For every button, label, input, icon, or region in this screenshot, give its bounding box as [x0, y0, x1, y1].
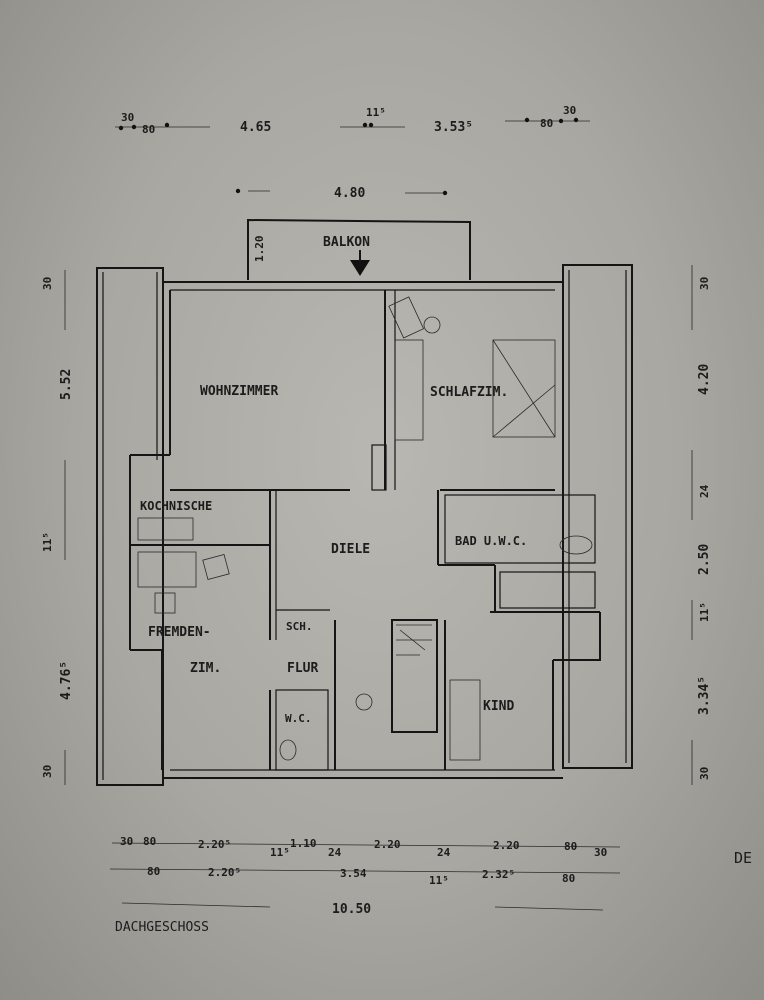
- dim-left-30: 30: [41, 277, 54, 290]
- dimensions-left: 30 5.52 11⁵ 4.76⁵ 30: [41, 270, 74, 785]
- dim-left-552: 5.52: [59, 369, 74, 400]
- dim-top-115: 11⁵: [366, 106, 386, 119]
- dim-top-80-right: 80: [540, 117, 553, 130]
- room-label-fremden-zim: ZIM.: [190, 661, 221, 676]
- dim-bottom-2205: 2.20⁵: [198, 838, 231, 851]
- roof-slope-right: [562, 264, 633, 769]
- dim-right-30: 30: [698, 277, 711, 290]
- dim-right-3345: 3.34⁵: [697, 676, 712, 715]
- dim-top-30-right: 30: [563, 104, 576, 117]
- room-label-flur: FLUR: [287, 661, 318, 676]
- dim-bottom-24-b: 24: [437, 846, 451, 859]
- dimensions-right: 30 4.20 24 2.50 11⁵ 3.34⁵ 30: [691, 265, 712, 785]
- dimensions-top: 30 80 4.65 11⁵ 3.53⁵ 80 30 4.80 1.20: [115, 104, 590, 262]
- room-label-wc: W.C.: [285, 712, 312, 725]
- dim-bottom2-354: 3.54: [340, 867, 367, 880]
- dim-right-250: 2.50: [697, 544, 712, 575]
- entrance-arrow-icon: [350, 260, 370, 276]
- room-label-kochnische: KOCHNISCHE: [140, 499, 212, 513]
- dim-left-30-bottom: 30: [41, 765, 54, 778]
- dim-bottom-80-r: 80: [564, 840, 577, 853]
- dim-right-420: 4.20: [697, 364, 712, 395]
- dim-top-80: 80: [142, 123, 155, 136]
- dim-bottom2-80-r: 80: [562, 872, 575, 885]
- dim-top-30: 30: [121, 111, 134, 124]
- room-label-sch: SCH.: [286, 620, 313, 633]
- dim-balkon-depth: 1.20: [253, 236, 266, 263]
- dim-bottom2-2325: 2.32⁵: [482, 868, 515, 881]
- dim-bottom-80: 80: [143, 835, 156, 848]
- dim-bottom2-80: 80: [147, 865, 160, 878]
- dim-top-465: 4.65: [240, 120, 271, 135]
- dim-bottom-110: 1.10: [290, 837, 317, 850]
- dim-bottom-30-r: 30: [594, 846, 607, 859]
- room-label-fremden: FREMDEN-: [148, 625, 211, 640]
- dim-bottom-30: 30: [120, 835, 133, 848]
- edge-text: DE: [734, 849, 752, 867]
- dim-right-30-bottom: 30: [698, 767, 711, 780]
- dim-top-3535: 3.53⁵: [434, 120, 473, 135]
- dim-total-width: 10.50: [332, 902, 371, 917]
- room-label-schlafzimmer: SCHLAFZIM.: [430, 385, 508, 400]
- dim-right-115: 11⁵: [698, 602, 711, 622]
- dim-left-4765: 4.76⁵: [59, 661, 74, 700]
- dim-bottom-115: 11⁵: [270, 846, 290, 859]
- dim-right-24: 24: [698, 484, 711, 498]
- room-label-balkon: BALKON: [323, 235, 370, 250]
- room-label-wohnzimmer: WOHNZIMMER: [200, 384, 278, 399]
- room-label-kind: KIND: [483, 699, 514, 714]
- furniture: [137, 296, 593, 761]
- walls: [129, 281, 601, 779]
- dim-left-115: 11⁵: [41, 532, 54, 552]
- room-label-diele: DIELE: [331, 542, 370, 557]
- dim-bottom-220-b: 2.20: [493, 839, 520, 852]
- dim-bottom-220: 2.20: [374, 838, 401, 851]
- balcony: [247, 218, 471, 280]
- room-label-bad: BAD U.W.C.: [455, 534, 527, 548]
- dim-bottom-24: 24: [328, 846, 342, 859]
- dim-bottom2-115: 11⁵: [429, 874, 449, 887]
- dim-balkon-width: 4.80: [334, 186, 365, 201]
- dim-bottom2-2205: 2.20⁵: [208, 866, 241, 879]
- drawing-title: DACHGESCHOSS: [115, 920, 209, 935]
- roof-slope-left: [96, 267, 164, 786]
- dimensions-bottom: 30 80 2.20⁵ 11⁵ 1.10 24 2.20 24 2.20 80 …: [109, 835, 752, 935]
- room-labels: WOHNZIMMER SCHLAFZIM. KOCHNISCHE DIELE B…: [140, 235, 527, 725]
